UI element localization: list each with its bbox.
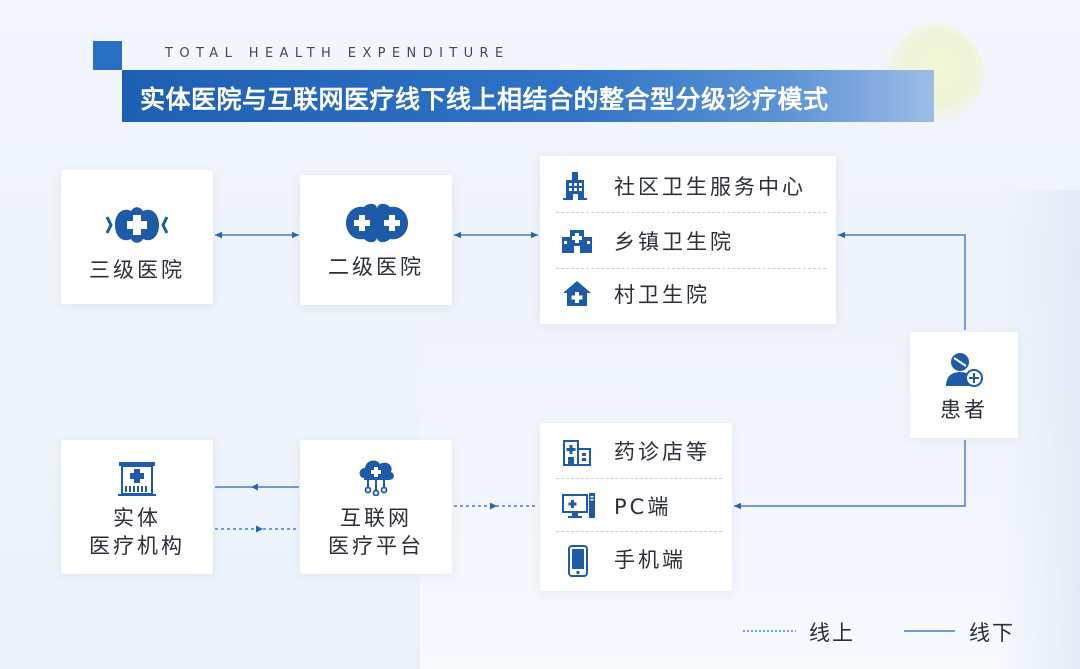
patient-icon <box>946 353 983 387</box>
internet-platform-label-2: 医疗平台 <box>328 534 424 558</box>
list-item: 社区卫生服务中心 <box>540 160 836 212</box>
title-bar <box>122 70 934 122</box>
house-cross-icon <box>563 281 591 306</box>
internet-platform-card: 互联网 医疗平台 <box>300 440 452 574</box>
pharmacy-icon <box>563 440 591 466</box>
desktop-icon <box>562 493 595 518</box>
access-point-label: PC端 <box>614 495 672 519</box>
cloud-network-icon <box>359 460 394 496</box>
list-item: 手机端 <box>540 533 732 585</box>
page-title: 实体医院与互联网医疗线下线上相结合的整合型分级诊疗模式 <box>140 85 829 114</box>
divider <box>556 212 826 213</box>
primary-care-item-label: 社区卫生服务中心 <box>614 175 806 199</box>
list-item: 药诊店等 <box>540 425 732 477</box>
hospital-double-cross-icon <box>346 203 408 243</box>
clinic-icon <box>562 230 592 253</box>
secondary-hospital-label: 二级医院 <box>328 255 424 279</box>
decorative-square <box>93 41 122 70</box>
access-points-card: 药诊店等 PC端 手机端 <box>540 423 732 591</box>
legend-offline-label: 线下 <box>969 621 1015 645</box>
list-item: PC端 <box>540 480 732 532</box>
primary-care-item-label: 村卫生院 <box>614 283 710 307</box>
physical-institution-label-2: 医疗机构 <box>89 534 185 558</box>
phone-icon <box>568 545 588 577</box>
tertiary-hospital-label: 三级医院 <box>89 258 185 282</box>
list-item: 乡镇卫生院 <box>540 215 836 267</box>
tertiary-hospital-card: 三级医院 <box>61 170 213 304</box>
access-point-label: 手机端 <box>614 548 686 572</box>
access-point-label: 药诊店等 <box>614 440 710 464</box>
patient-card: 患者 <box>910 332 1018 438</box>
patient-label: 患者 <box>940 398 988 422</box>
divider <box>556 478 722 479</box>
building-icon <box>563 172 587 200</box>
secondary-hospital-card: 二级医院 <box>300 175 452 305</box>
connector-patient-pc <box>734 440 966 510</box>
internet-platform-label-1: 互联网 <box>340 506 412 530</box>
connector-patient-primary <box>838 231 966 330</box>
physical-institution-label-1: 实体 <box>113 506 161 530</box>
hospital-building-icon <box>118 462 156 496</box>
list-item: 村卫生院 <box>540 268 836 320</box>
primary-care-card: 社区卫生服务中心 乡镇卫生院 村卫生院 <box>540 156 836 324</box>
legend-online-label: 线上 <box>809 621 855 645</box>
divider <box>556 268 826 269</box>
hospital-cross-icon <box>105 207 169 243</box>
header-subtitle: TOTAL HEALTH EXPENDITURE <box>165 46 510 61</box>
divider <box>556 531 722 532</box>
primary-care-item-label: 乡镇卫生院 <box>614 230 734 254</box>
physical-institution-card: 实体 医疗机构 <box>61 440 213 574</box>
